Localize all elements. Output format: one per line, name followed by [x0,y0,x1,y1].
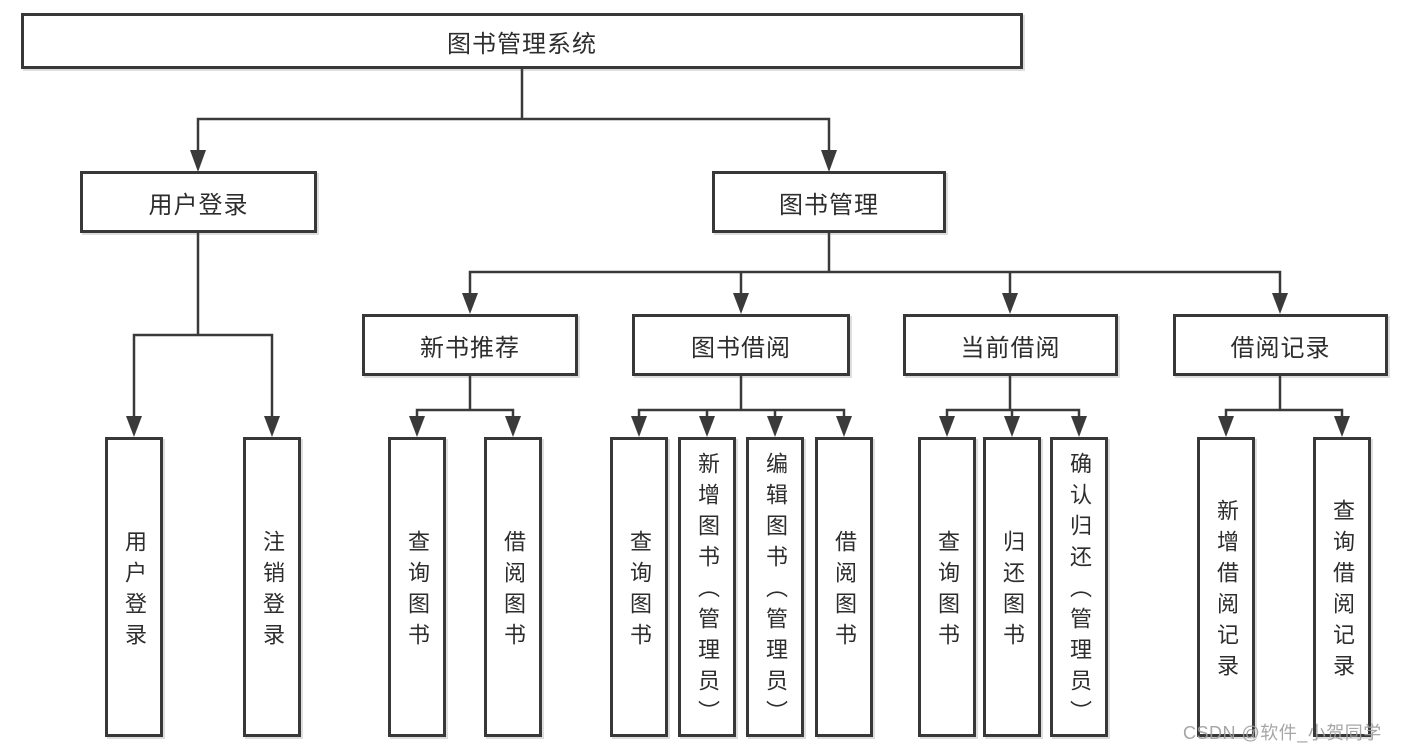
node-book-management: 图书管理 [712,171,946,233]
leaf-label: 新增图书（管理员） [695,452,720,731]
leaf-user-login: 用户登录 [105,437,163,737]
leaf-label: 用户登录 [122,529,147,654]
leaf-label: 归还图书 [1000,529,1025,654]
leaf-label: 编辑图书（管理员） [763,452,788,731]
leaf-logout: 注销登录 [243,437,301,737]
leaf-edit-book-admin: 编辑图书（管理员） [746,437,804,737]
node-current-borrowing: 当前借阅 [903,314,1118,376]
leaf-label: 借阅图书 [501,529,526,654]
leaf-label: 新增借阅记录 [1214,498,1239,685]
node-library-management-system: 图书管理系统 [21,13,1023,69]
leaf-label: 确认归还（管理员） [1067,452,1092,731]
node-book-borrowing: 图书借阅 [632,314,850,376]
leaf-label: 查询图书 [627,529,652,654]
leaf-add-book-admin: 新增图书（管理员） [678,437,736,737]
leaf-label: 借阅图书 [832,529,857,654]
leaf-query-borrow-record: 查询借阅记录 [1313,437,1371,737]
leaf-query-books-recommend: 查询图书 [388,437,446,737]
watermark: CSDN @软件_小贺同学 [1183,723,1382,743]
leaf-borrow-books-recommend: 借阅图书 [484,437,542,737]
node-borrowing-records: 借阅记录 [1173,314,1388,376]
leaf-query-books-borrowing: 查询图书 [610,437,668,737]
leaf-label: 注销登录 [260,529,285,654]
node-new-book-recommend: 新书推荐 [362,314,578,376]
leaf-query-books-current: 查询图书 [918,437,976,737]
leaf-borrow-books-borrowing: 借阅图书 [815,437,873,737]
leaf-add-borrow-record: 新增借阅记录 [1197,437,1255,737]
leaf-label: 查询借阅记录 [1330,498,1355,685]
leaf-label: 查询图书 [405,529,430,654]
node-user-login: 用户登录 [80,171,317,233]
leaf-confirm-return-admin: 确认归还（管理员） [1050,437,1108,737]
leaf-label: 查询图书 [935,529,960,654]
leaf-return-books: 归还图书 [983,437,1041,737]
